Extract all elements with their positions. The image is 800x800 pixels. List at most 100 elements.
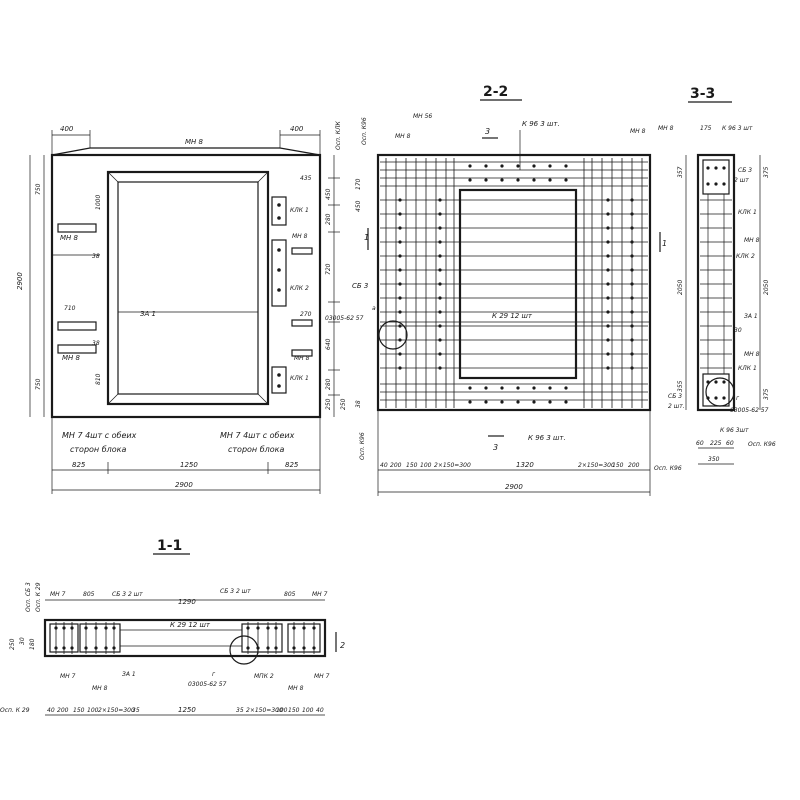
rebar-node: [468, 164, 472, 168]
sec33-k96b: К 96 3шт: [720, 427, 749, 434]
rebar-node: [606, 338, 610, 342]
rebar-node: [630, 366, 634, 370]
section-title-1-1: 1-1: [157, 538, 182, 554]
rebar-node: [722, 380, 726, 384]
sec11-bd9: 2×150=300: [246, 707, 283, 714]
rebar-node: [256, 626, 260, 630]
section-title-2-2: 2-2: [483, 84, 508, 100]
label-mn56: МН 56: [413, 113, 432, 120]
sec11-bd12: 100: [302, 707, 314, 714]
rebar-node: [398, 198, 402, 202]
detail-circle-g: [705, 377, 735, 407]
sec11-bd2: 200: [57, 707, 69, 714]
rebar-node: [516, 386, 520, 390]
rebar-node: [630, 338, 634, 342]
section-mark-1-left: 1: [364, 233, 369, 242]
rebar-node: [62, 646, 66, 650]
dim-bottom-2: 1250: [180, 461, 198, 469]
sec11-bmn7l: МН 7: [60, 673, 76, 680]
sec33-klk1b: КЛК 1: [738, 365, 757, 372]
sec11-805l: 805: [83, 591, 95, 598]
rebar-node: [564, 164, 568, 168]
rebar-node: [532, 400, 536, 404]
dim-right-4: 720: [325, 263, 332, 275]
rebar-node: [606, 324, 610, 328]
rebar-node: [398, 366, 402, 370]
sec33-sb3: СБ 3: [738, 167, 752, 174]
sec33-axis: Осп. К96: [748, 441, 776, 448]
rebar-node: [438, 366, 442, 370]
dim-left-3: 750: [35, 378, 42, 390]
rebar-node: [722, 182, 726, 186]
sec33-ld3: 355: [677, 380, 684, 392]
label-klk1-b: КЛК 1: [290, 375, 309, 382]
sec33-sb3b: СБ 3: [668, 393, 682, 400]
rebar-node: [398, 338, 402, 342]
rebar-node: [438, 310, 442, 314]
rebar-node: [292, 626, 296, 630]
section-3-3: МН 8 175 К 96 3 шт СБ 3 2 шт КЛК 1 МН 8 …: [658, 125, 776, 465]
rebar-node: [606, 226, 610, 230]
sec11-bref: 03005-62 57: [188, 681, 227, 688]
sec33-sb3qty: 2 шт: [734, 177, 749, 184]
label-mn8-left: МН 8: [395, 133, 411, 140]
label-za1: ЗА 1: [140, 310, 156, 318]
rebar-node: [438, 240, 442, 244]
rebar-node: [438, 352, 442, 356]
sec33-ld1: 357: [677, 166, 684, 178]
rebar-node: [438, 226, 442, 230]
rebar-node: [484, 164, 488, 168]
sec33-bd1: 60: [696, 440, 704, 447]
section-mark-3-bottom: 3: [493, 443, 498, 452]
rebar-node: [548, 400, 552, 404]
rebar-node: [70, 626, 74, 630]
rebar-node: [398, 324, 402, 328]
label-axis-klk: Осп. КЛК: [335, 120, 342, 150]
note-right-line1: МН 7 4шт с обеих: [220, 431, 295, 440]
rebar-node: [516, 400, 520, 404]
sec33-total: 350: [708, 456, 720, 463]
dim-22-b7: 150: [612, 462, 624, 469]
dim-right-2: 450: [325, 188, 332, 200]
sec11-805r: 805: [284, 591, 296, 598]
label-axis-k96-left: Осп. К96: [361, 117, 368, 145]
rebar-node: [438, 212, 442, 216]
rebar-node: [606, 296, 610, 300]
dim-22-left-2: 450: [355, 200, 362, 212]
sec33-ld2: 2050: [677, 280, 684, 295]
sec11-bd6: 35: [132, 707, 140, 714]
sec11-bd1: 40: [47, 707, 55, 714]
rebar-node: [104, 646, 108, 650]
rebar-node: [468, 178, 472, 182]
sec11-ld2: 30: [19, 637, 26, 645]
label-38-b: 38: [92, 340, 100, 347]
dim-right-6: 640: [325, 338, 332, 350]
rebar-node: [112, 626, 116, 630]
rebar-node: [516, 164, 520, 168]
rebar-node: [630, 212, 634, 216]
rebar-node: [438, 338, 442, 342]
cage-outline: [376, 153, 652, 412]
sec11-bmn7r: МН 7: [314, 673, 330, 680]
label-k29-center: К 29 12 шт: [492, 312, 533, 320]
dim-22-left-1: 170: [355, 178, 362, 190]
dim-22-b0: 40: [380, 462, 388, 469]
rebar-node: [714, 380, 718, 384]
sec11-axis-k29: Осп. К 29: [35, 582, 42, 612]
sec11-ld1: 250: [9, 638, 16, 650]
sec11-outline: [43, 618, 327, 658]
dim-bottom-1: 825: [72, 461, 86, 469]
section-title-3-3: 3-3: [690, 86, 715, 102]
rebar-node: [630, 324, 634, 328]
sec33-outline: [696, 153, 736, 412]
sec33-mn8b: МН 8: [744, 237, 760, 244]
rebar-node: [438, 268, 442, 272]
label-mn8-b: МН 8: [62, 354, 81, 362]
rebar-node: [532, 386, 536, 390]
rebar-node: [706, 182, 710, 186]
rebar-node: [548, 178, 552, 182]
sec33-175: 175: [700, 125, 712, 132]
label-mesh-top: МН 8: [185, 138, 204, 146]
rebar-node: [500, 178, 504, 182]
